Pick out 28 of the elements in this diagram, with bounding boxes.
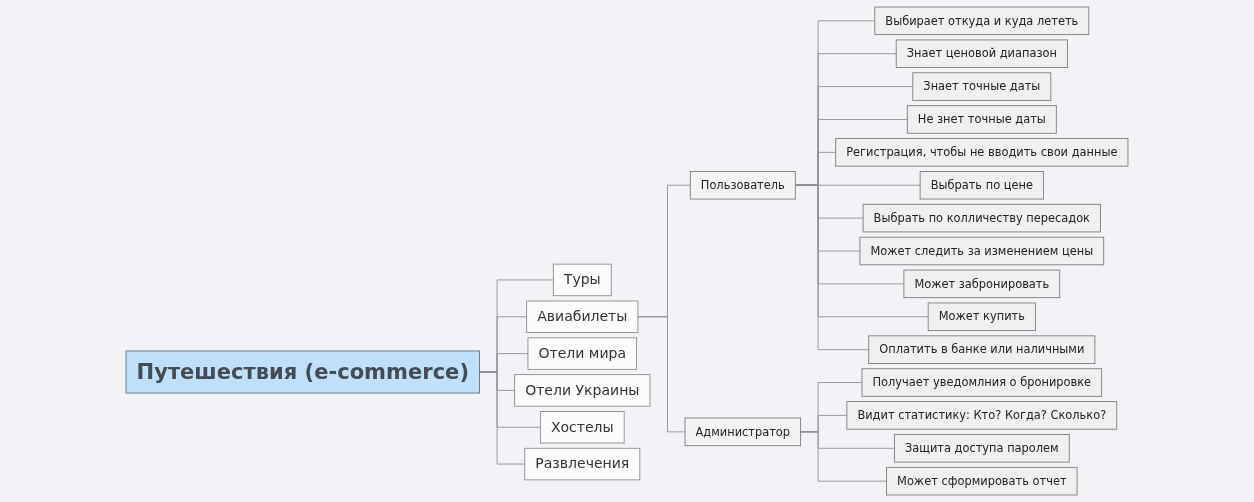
node-box: Отели Украины bbox=[514, 374, 651, 407]
node-box: Может сформировать отчет bbox=[886, 466, 1078, 496]
node-box: Оплатить в банке или наличными bbox=[868, 335, 1096, 364]
node-box: Туры bbox=[552, 263, 612, 297]
node-box: Может купить bbox=[927, 302, 1036, 331]
connector bbox=[637, 316, 686, 433]
node-box: Авиабилеты bbox=[526, 300, 639, 333]
node-box: Хостелы bbox=[539, 411, 625, 444]
connector bbox=[794, 184, 870, 351]
node-box: Администратор bbox=[684, 417, 802, 447]
node-box: Отели мира bbox=[527, 337, 638, 370]
node-box: Выбрать по колличеству пересадок bbox=[862, 203, 1101, 233]
node-box: Пользователь bbox=[689, 171, 796, 200]
node-box: Защита доступа паролем bbox=[893, 434, 1070, 463]
connector bbox=[479, 371, 526, 465]
node-box: Получает уведомлния о бронировке bbox=[861, 368, 1103, 397]
connector bbox=[800, 431, 887, 482]
node-box: Знает ценовой диапазон bbox=[895, 39, 1068, 68]
node-box: Видит статистику: Кто? Когда? Сколько? bbox=[846, 401, 1118, 430]
node-box: Развлечения bbox=[524, 447, 641, 481]
node-box: Не знет точные даты bbox=[906, 105, 1057, 134]
node-box: Знает точные даты bbox=[912, 72, 1052, 101]
node-box: Выбрать по цене bbox=[919, 171, 1044, 200]
node-box: Может забронировать bbox=[903, 269, 1061, 299]
node-box: Регистрация, чтобы не вводить свои данные bbox=[835, 138, 1129, 167]
node-box: Путешествия (e-commerce) bbox=[125, 350, 480, 394]
node-box: Может следить за изменением цены bbox=[859, 236, 1105, 266]
node-box: Выбирает откуда и куда лететь bbox=[874, 6, 1090, 36]
